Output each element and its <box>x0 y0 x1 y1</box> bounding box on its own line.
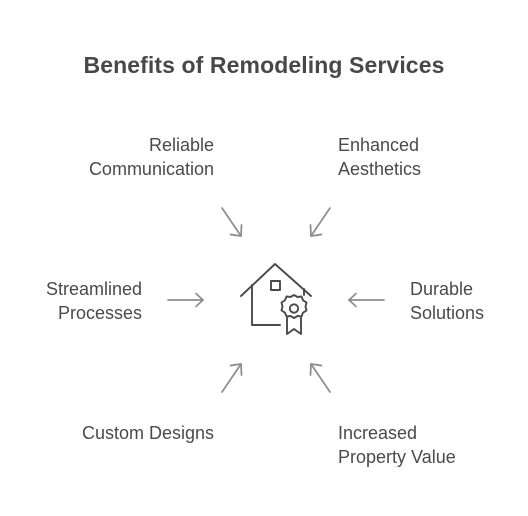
benefit-label-line: Reliable <box>148 135 214 155</box>
benefit-custom-designs: Custom Designs <box>82 421 214 445</box>
arrow-reliable-icon <box>221 207 243 237</box>
arrow-streamlined-icon <box>167 292 204 308</box>
arrow-custom-icon <box>221 363 243 393</box>
benefit-increased-property-value: Increased Property Value <box>338 421 456 469</box>
benefit-durable-solutions: Durable Solutions <box>410 277 484 325</box>
arrow-enhanced-icon <box>309 207 331 237</box>
benefit-label-line: Enhanced <box>338 135 420 155</box>
benefit-label-line: Aesthetics <box>338 159 422 179</box>
house-with-award-badge-icon <box>240 263 312 335</box>
diagram-title: Benefits of Remodeling Services <box>83 52 445 78</box>
benefit-label-line: Processes <box>57 303 142 323</box>
benefit-label-line: Increased <box>338 423 418 443</box>
benefit-enhanced-aesthetics: Enhanced Aesthetics <box>338 133 421 181</box>
benefit-label-line: Solutions <box>410 303 485 323</box>
benefit-streamlined-processes: Streamlined Processes <box>46 277 142 325</box>
benefit-label-line: Custom Designs <box>81 423 214 443</box>
benefit-label-line: Streamlined <box>45 279 142 299</box>
arrow-durable-icon <box>348 292 385 308</box>
benefit-reliable-communication: Reliable Communication <box>89 133 214 181</box>
arrow-increased-icon <box>309 363 331 393</box>
benefit-label-line: Durable <box>410 279 474 299</box>
benefit-label-line: Communication <box>88 159 214 179</box>
benefit-label-line: Property Value <box>338 447 456 467</box>
